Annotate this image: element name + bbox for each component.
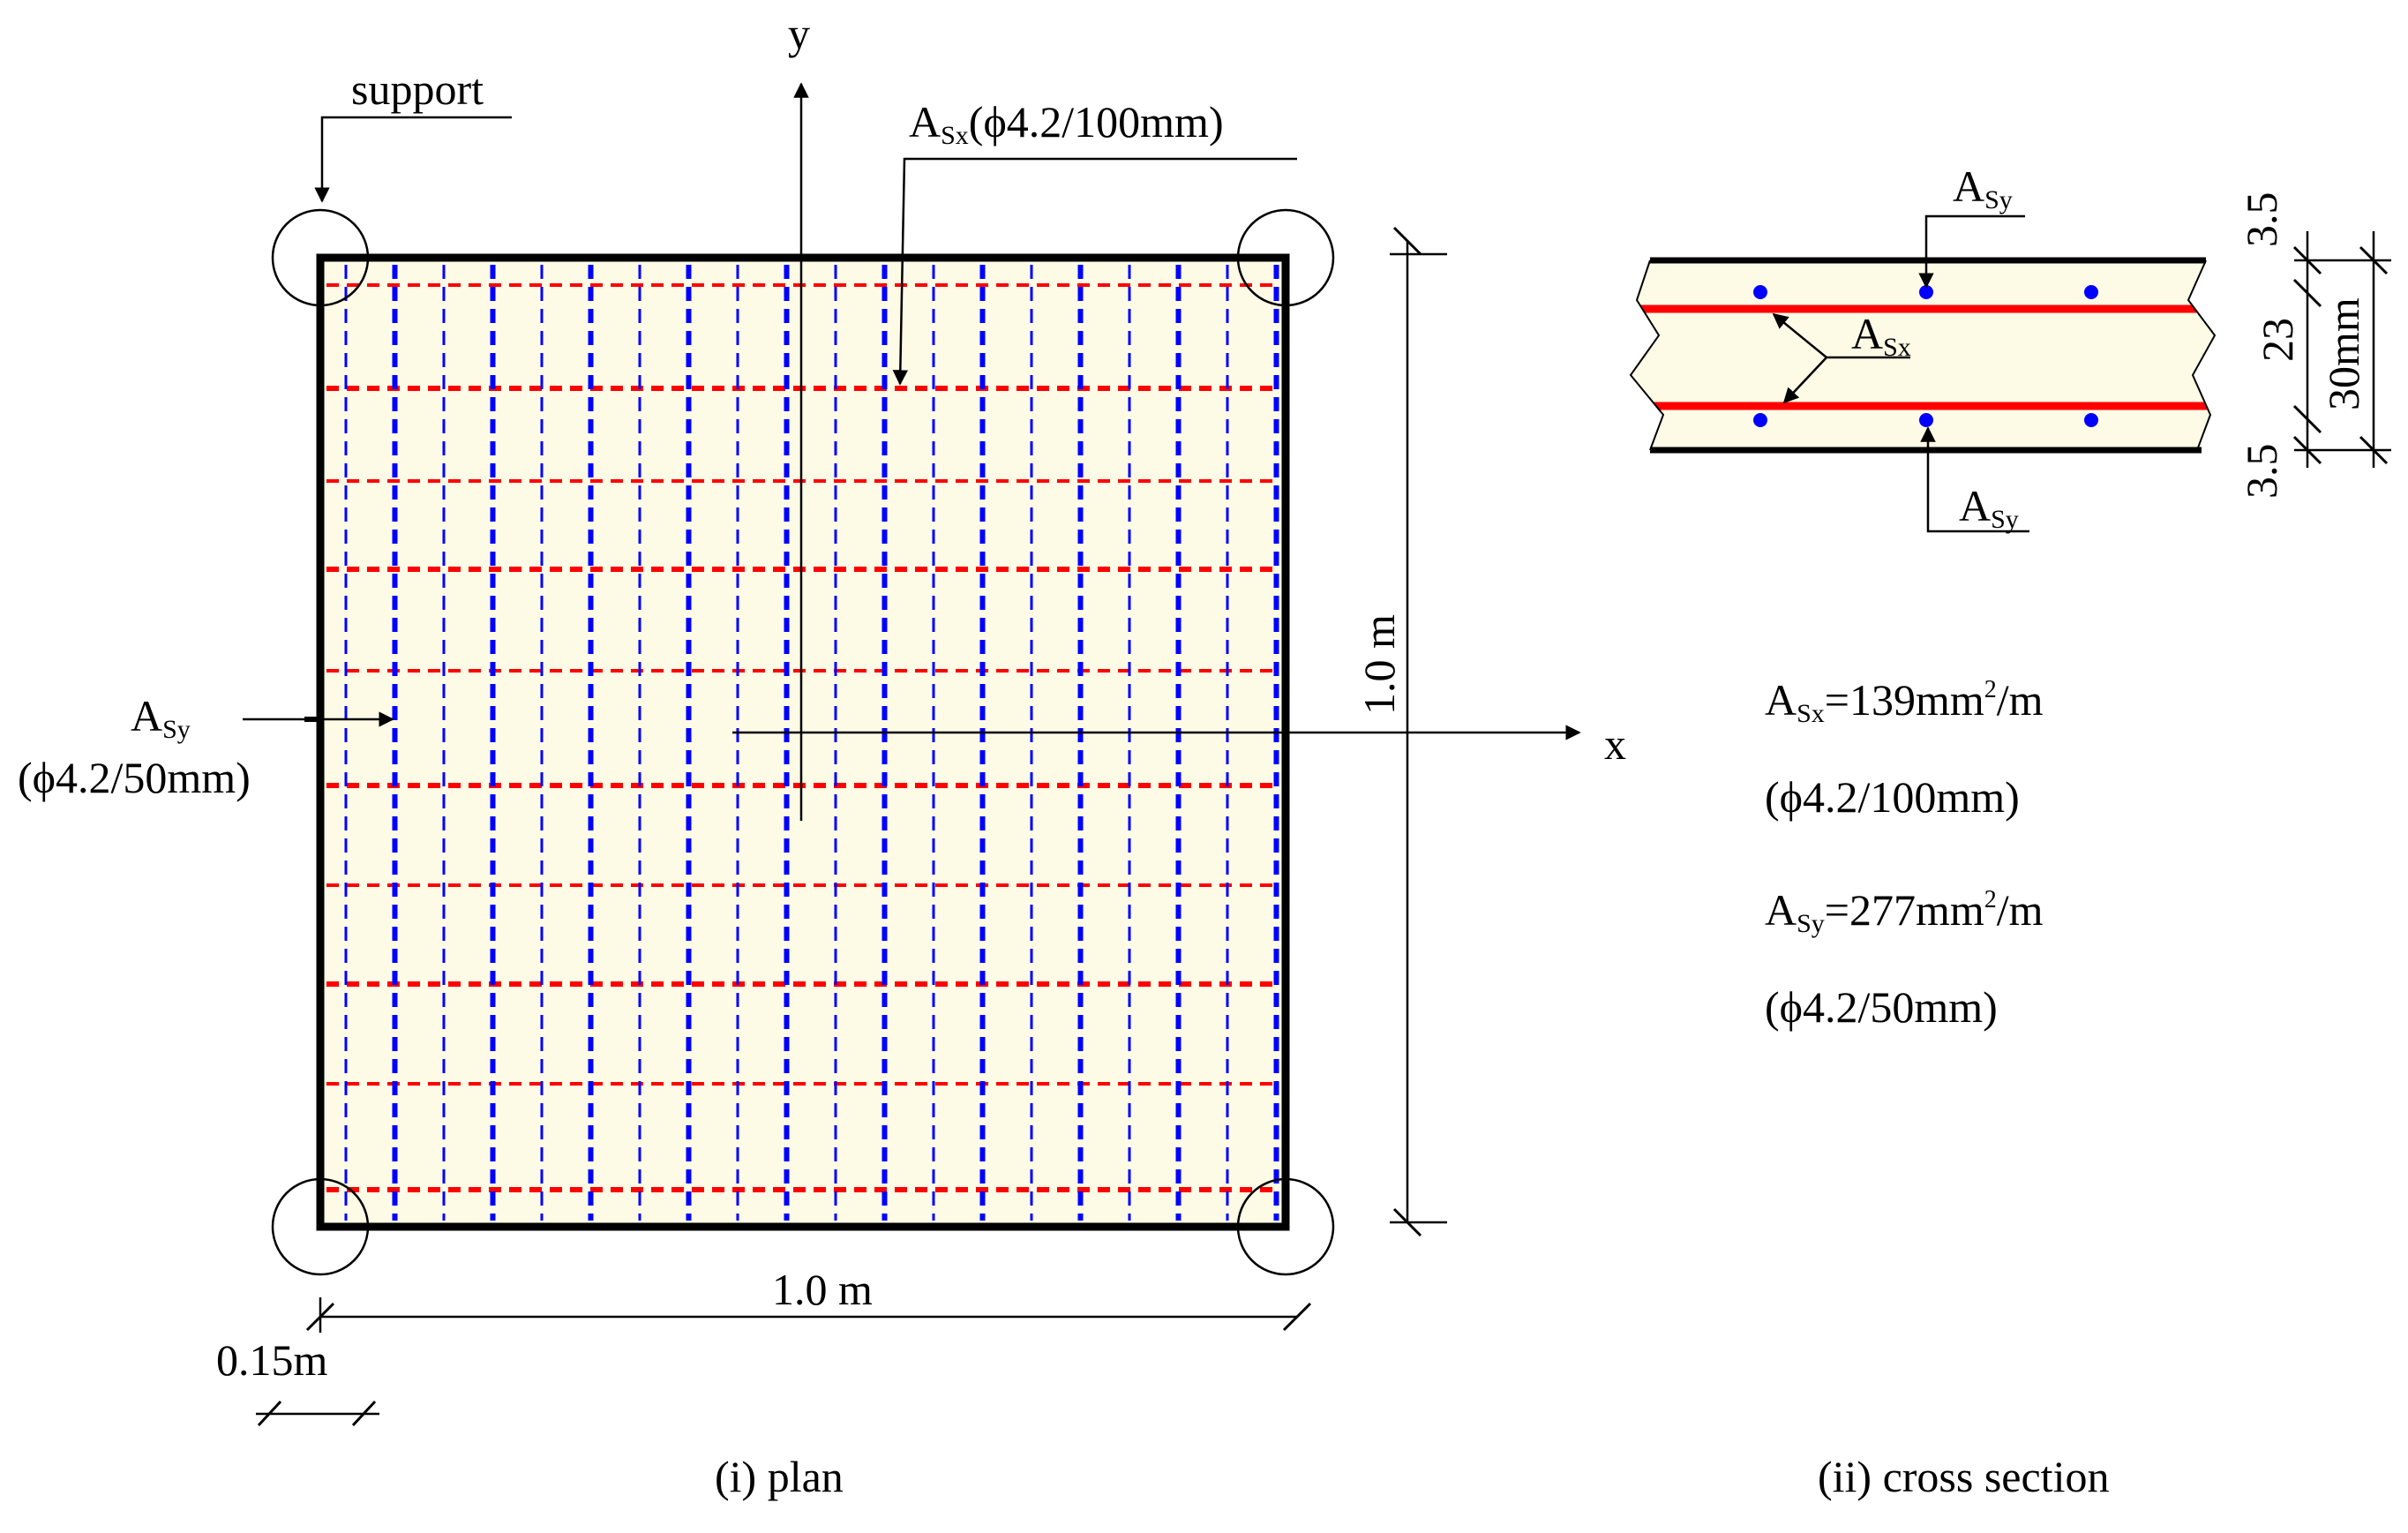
break-line-right xyxy=(2187,259,2217,451)
asx-leader-bottom xyxy=(1782,357,1827,404)
asx-leader xyxy=(892,157,1297,386)
support-circle xyxy=(1236,1177,1335,1276)
section-caption: (ii) cross section xyxy=(1818,1452,2109,1501)
side-dimension-label: 1.0 m xyxy=(1354,614,1404,715)
asy-bottom-label: ASy xyxy=(1959,481,2019,534)
asx-bar-spec: (ϕ4.2/100mm) xyxy=(1765,772,2020,822)
support-circle xyxy=(1236,208,1335,307)
section-dim-top: 3.5 xyxy=(2237,192,2286,248)
cross-section-view: ASy ASx ASy 3.5 23 30mm 3.5 xyxy=(1629,162,2391,1501)
offset-dimension-label: 0.15m xyxy=(216,1335,328,1385)
section-dim-total: 30mm xyxy=(2319,297,2368,410)
asy-bar-spec: (ϕ4.2/50mm) xyxy=(1765,982,1998,1032)
asy-spec: ASy=277mm2/m xyxy=(1765,885,2044,938)
side-dimension xyxy=(1390,226,1447,1237)
plan-caption: (i) plan xyxy=(715,1452,844,1501)
y-axis-label: y xyxy=(788,9,810,58)
support-circle xyxy=(271,1177,370,1276)
offset-dimension xyxy=(256,1400,379,1427)
asy-top-leader xyxy=(1918,214,2025,289)
support-label: support xyxy=(351,64,484,114)
asy-bottom-leader xyxy=(1920,426,2029,533)
section-dimensions xyxy=(2292,231,2391,468)
asy-label: ASy xyxy=(131,691,191,744)
support-circle xyxy=(271,208,370,307)
x-axis-label: x xyxy=(1604,719,1626,769)
plan-view: y x support ASx(ϕ4.2/100mm) ASy (ϕ4.2/50… xyxy=(18,9,1626,1501)
asy-bar-label: (ϕ4.2/50mm) xyxy=(18,753,251,802)
slab-outline xyxy=(316,253,1290,1231)
asx-label: ASx(ϕ4.2/100mm) xyxy=(909,97,1224,150)
asx-spec: ASx=139mm2/m xyxy=(1765,675,2044,728)
supports xyxy=(271,208,1335,1276)
asy-rebars xyxy=(344,265,1279,1221)
rebar-specs: ASx=139mm2/m (ϕ4.2/100mm) ASy=277mm2/m (… xyxy=(1765,675,2044,1032)
asx-rebars xyxy=(326,283,1279,1192)
support-leader xyxy=(314,116,512,203)
asy-bars xyxy=(1753,285,2098,427)
section-dim-mid: 23 xyxy=(2253,318,2302,362)
asy-top-label: ASy xyxy=(1953,162,2013,214)
break-line-left xyxy=(1629,259,1665,451)
bottom-dimension xyxy=(305,1297,1312,1333)
section-dim-bottom: 3.5 xyxy=(2237,444,2286,500)
bottom-dimension-label: 1.0 m xyxy=(772,1265,873,1314)
